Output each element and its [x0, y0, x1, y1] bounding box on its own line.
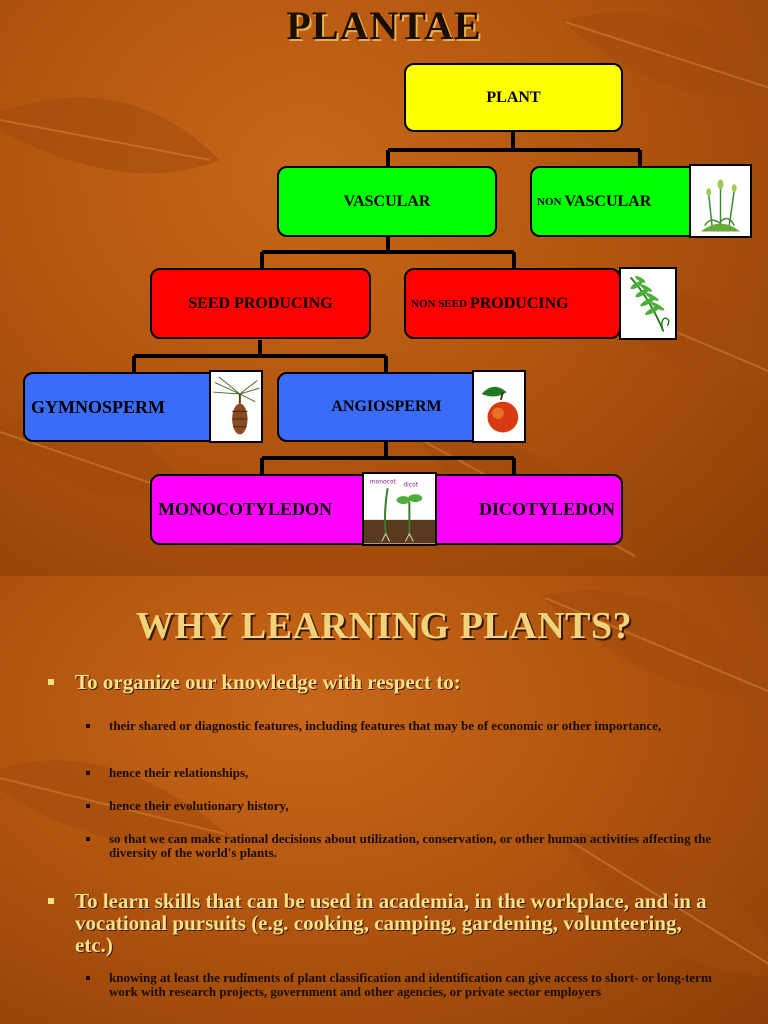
node-gymnosperm-label: GYMNOSPERM: [31, 396, 165, 417]
slide-plantae: PLANTAE PLANT VASCULAR NON VASCULAR SEED…: [0, 0, 768, 576]
node-seed-producing: SEED PRODUCING: [150, 268, 371, 339]
node-nonseed-producing: NON SEED PRODUCING: [404, 268, 621, 339]
node-plant: PLANT: [404, 63, 623, 132]
node-nonseed-label: PRODUCING: [469, 294, 569, 312]
sub-bullet-text: their shared or diagnostic features, inc…: [109, 718, 662, 733]
sub-bullet-text: hence their evolutionary history,: [109, 798, 289, 813]
bullet-marker: [86, 804, 90, 808]
node-nonseed-prefix: NON SEED: [411, 297, 467, 310]
bullet-marker: [86, 976, 90, 980]
slide-title: WHY LEARNING PLANTS?: [135, 605, 633, 647]
node-dicotyledon-label: DICOTYLEDON: [478, 499, 615, 519]
node-seed-producing-label: SEED PRODUCING: [188, 294, 333, 312]
apple-icon: [472, 370, 526, 443]
bullet-marker: [48, 898, 54, 904]
node-vascular: VASCULAR: [277, 166, 497, 237]
fern-icon: [619, 267, 677, 340]
bullet-marker: [86, 724, 90, 728]
bullet-text: To learn skills that can be used in acad…: [75, 889, 707, 957]
bullet-marker: [48, 679, 54, 685]
node-angiosperm-label: ANGIOSPERM: [331, 398, 442, 415]
moss-icon: [689, 164, 752, 238]
node-angiosperm: ANGIOSPERM: [277, 372, 496, 442]
pinecone-icon: [209, 370, 263, 443]
bullet-text: To organize our knowledge with respect t…: [75, 670, 461, 694]
slide-title: PLANTAE: [286, 3, 482, 48]
sub-bullet-text: knowing at least the rudiments of plant …: [109, 970, 712, 999]
node-nonvascular-label: VASCULAR: [564, 192, 652, 210]
node-nonvascular-prefix: NON: [537, 195, 562, 208]
node-monocotyledon-label: MONOCOTYLEDON: [158, 499, 333, 519]
sub-bullet-text: hence their relationships,: [109, 765, 249, 780]
seedling-icon: monocot dicot: [362, 472, 437, 546]
sub-bullet-text: so that we can make rational decisions a…: [109, 831, 712, 860]
bullet-marker: [86, 771, 90, 775]
node-vascular-label: VASCULAR: [343, 192, 431, 210]
dicot-label: dicot: [403, 482, 418, 488]
node-plant-label: PLANT: [486, 88, 541, 106]
monocot-label: monocot: [370, 479, 397, 485]
bullet-marker: [86, 837, 90, 841]
